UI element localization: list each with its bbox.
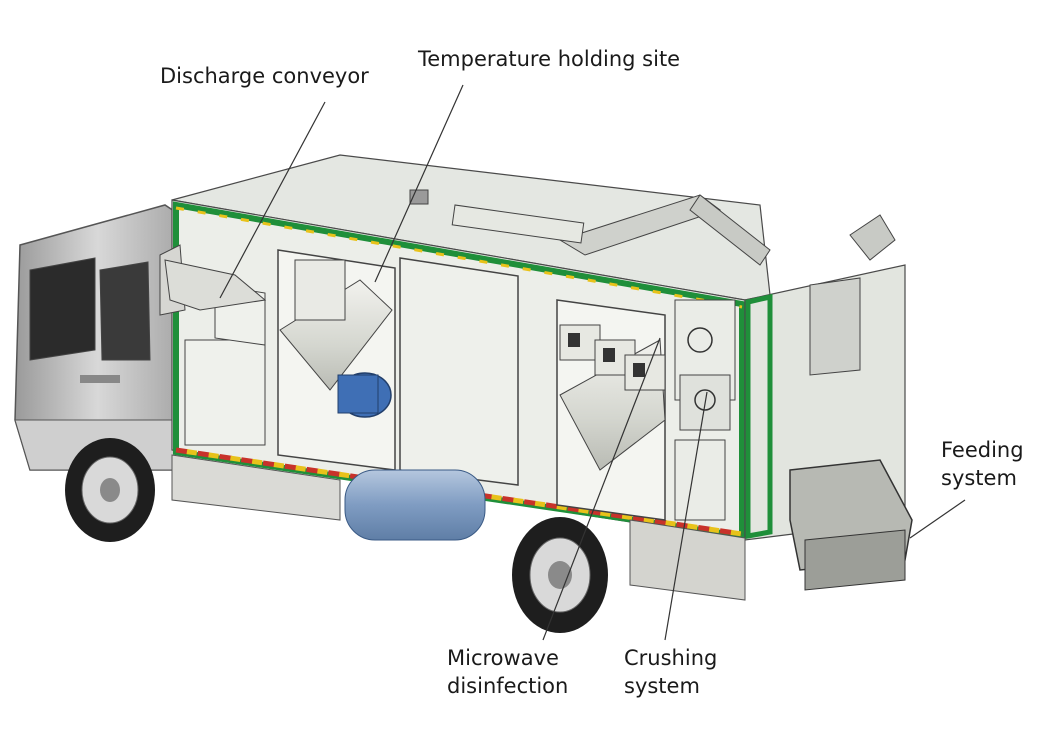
label-feeding-system-line1: Feeding [941, 438, 1024, 462]
front-wheel [65, 438, 155, 542]
discharge-conveyor-chute [159, 244, 267, 316]
label-crushing-line2: system [624, 674, 700, 698]
label-discharge-conveyor: Discharge conveyor [160, 64, 369, 88]
label-microwave-disinfection: Microwave disinfection [447, 644, 568, 700]
label-temperature-holding-site: Temperature holding site [418, 47, 681, 71]
leader-temperature-holding [374, 84, 464, 283]
leader-lines [219, 84, 966, 641]
truck-cab [14, 204, 181, 471]
leader-discharge-conveyor [219, 101, 326, 299]
temperature-holding-pipe [279, 259, 393, 418]
leader-crushing [664, 391, 708, 641]
feeding-bin [789, 277, 913, 591]
leader-microwave [542, 337, 661, 641]
label-microwave-line2: disinfection [447, 674, 569, 698]
chassis [171, 454, 746, 601]
label-crushing-line1: Crushing [624, 646, 718, 670]
roof-hoist [409, 189, 896, 266]
label-feeding-system: Feeding system [941, 436, 1024, 492]
label-crushing-system: Crushing system [624, 644, 717, 700]
label-feeding-system-line2: system [941, 466, 1017, 490]
label-microwave-line1: Microwave [447, 646, 559, 670]
leader-feeding [909, 499, 966, 539]
microwave-unit [559, 324, 666, 471]
water-tank [344, 469, 486, 541]
rear-wheel [512, 517, 608, 633]
